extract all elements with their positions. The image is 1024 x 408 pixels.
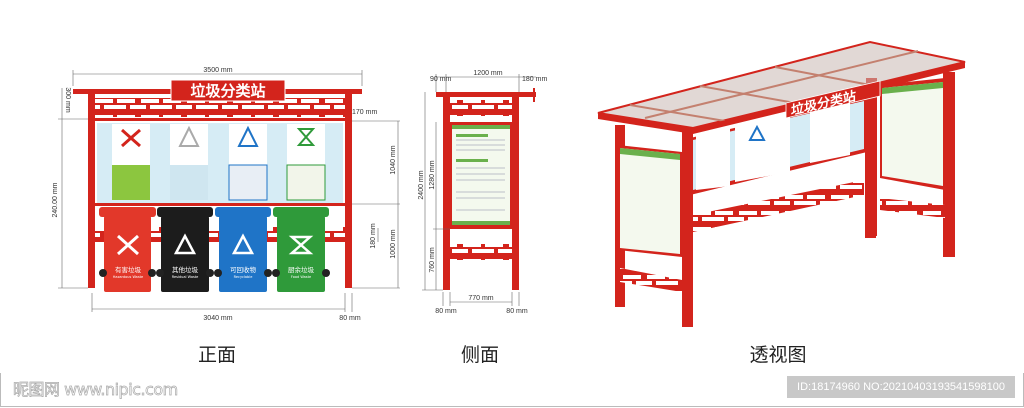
right-post (345, 94, 352, 288)
poster-recyclable (228, 124, 268, 201)
bin-sublabel: Food Waste (291, 275, 311, 279)
left-side-poster (620, 148, 680, 254)
bin-label: 其他垃圾 (172, 265, 199, 274)
dim-panel-height: 1040 mm (390, 145, 397, 174)
sign-title: 垃圾分类站 (190, 82, 265, 100)
dim-lower-lattice: 180 mm (370, 223, 377, 248)
bin-label: 有害垃圾 (115, 265, 142, 274)
side-view-caption: 侧面 (461, 344, 499, 366)
side-post-left (443, 92, 450, 290)
bin-sublabel: Recyclable (234, 275, 253, 279)
dim-post-width: 80 mm (339, 315, 361, 322)
bin-hazardous: 有害垃圾 Hazardous Waste (99, 207, 156, 292)
dim-inner-width: 3040 mm (203, 315, 232, 322)
poster-residual (170, 124, 208, 200)
dim-side-lower-height: 760 mm (429, 247, 436, 272)
dim-total-height: 240.00 mm (52, 182, 59, 217)
dim-side-left-post: 80 mm (435, 308, 457, 315)
dim-side-inner-width: 770 mm (468, 295, 493, 302)
side-view: 90 mm 1200 mm 180 mm 2400 mm 1280 mm 760… (418, 70, 547, 366)
watermark-id: ID:18174960 NO:20210403193541598100 (787, 376, 1015, 398)
dim-lattice-height: 170 mm (352, 109, 377, 116)
bin-residual: 其他垃圾 Residual Waste (156, 207, 214, 292)
dim-side-overhang: 180 mm (522, 76, 547, 83)
side-upper-lattice (450, 100, 512, 116)
bin-label: 可回收物 (230, 265, 257, 274)
left-post (88, 94, 95, 288)
side-lower-lattice (450, 244, 512, 260)
perspective-sign (785, 80, 881, 119)
front-view-caption: 正面 (198, 344, 236, 366)
dim-total-width: 3500 mm (203, 67, 232, 74)
dim-top-height: 300 mm (64, 87, 71, 112)
side-post-right (512, 92, 519, 290)
dim-side-total-height: 2400 mm (418, 170, 425, 199)
watermark-bar: 昵图网 www.nipic.com ID:18174960 NO:2021040… (0, 373, 1024, 407)
side-info-poster (452, 125, 510, 225)
sign-board (170, 79, 286, 102)
dim-side-offset: 90 mm (430, 76, 452, 83)
watermark-site: 昵图网 www.nipic.com (13, 380, 179, 400)
perspective-view: 垃圾分类站 透视图 (597, 40, 966, 366)
perspective-lower-lattice (693, 180, 864, 232)
perspective-view-caption: 透视图 (749, 344, 806, 366)
poster-hazardous (112, 124, 150, 200)
poster-food (286, 124, 326, 201)
bin-recyclable: 可回收物 Recyclable (214, 207, 272, 292)
bin-food: 厨余垃圾 Food Waste (272, 207, 330, 292)
bin-label: 厨余垃圾 (288, 265, 315, 274)
upper-lattice (95, 98, 345, 117)
dim-lower-height: 1000 mm (390, 229, 397, 258)
dim-side-width: 1200 mm (473, 70, 502, 77)
right-side-poster (882, 82, 943, 186)
drawing-canvas: 3500 mm 垃圾分类站 (52, 40, 966, 366)
dim-side-panel-height: 1280 mm (429, 160, 436, 189)
front-view: 3500 mm 垃圾分类站 (52, 67, 400, 366)
bin-sublabel: Residual Waste (172, 275, 199, 279)
dim-side-right-post: 80 mm (506, 308, 528, 315)
bin-sublabel: Hazardous Waste (113, 275, 143, 279)
